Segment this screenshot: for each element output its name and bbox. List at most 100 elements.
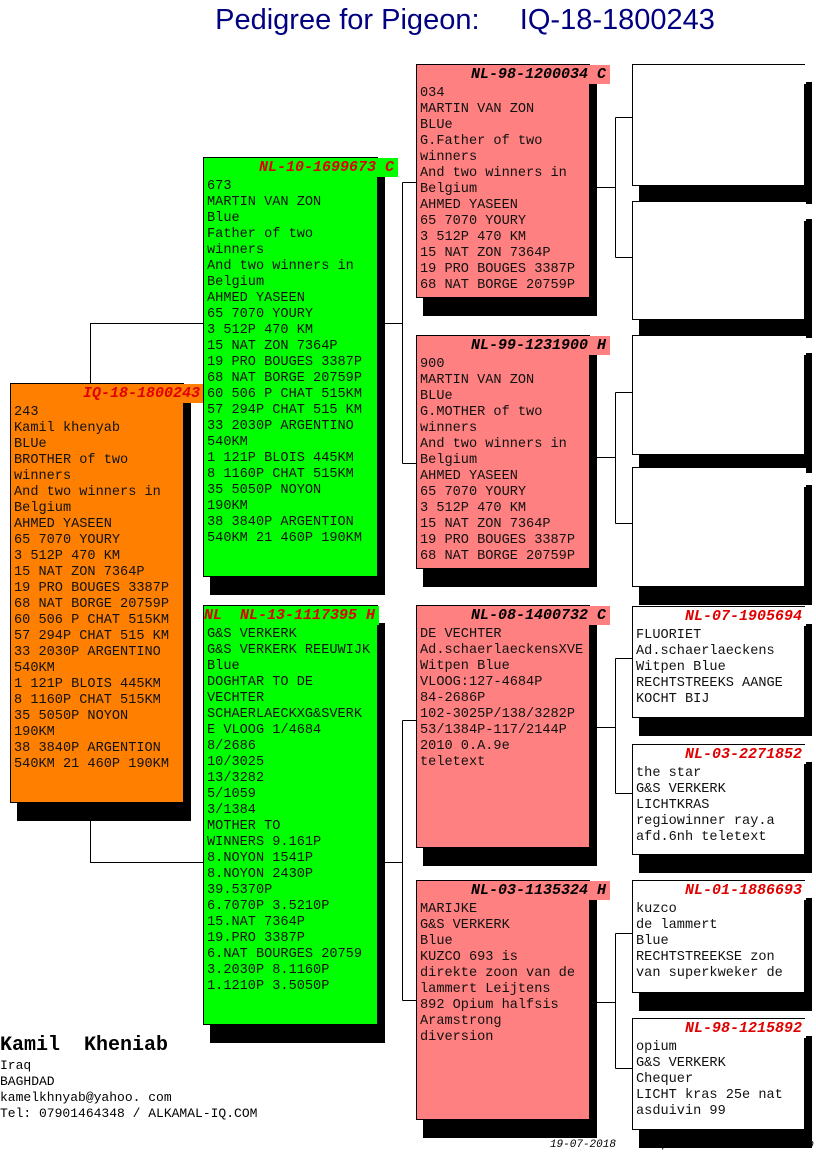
detail-line: kuzco: [636, 902, 677, 918]
detail-line: DE VECHTER: [420, 627, 502, 643]
connector-ds: [590, 658, 632, 794]
detail-line: BLUe: [14, 437, 47, 453]
detail-line: 5/1059: [207, 787, 256, 803]
detail-line: 8.NOYON 2430P: [207, 867, 314, 883]
detail-line: 3/1384: [207, 803, 256, 819]
detail-line: AHMED YASEEN: [420, 198, 518, 214]
detail-line: LICHTKRAS: [636, 798, 710, 814]
detail-line: 19 PRO BOUGES 3387P: [207, 355, 362, 371]
detail-line: Blue: [207, 211, 240, 227]
detail-line: 65 7070 YOURY: [420, 485, 527, 501]
connector-dam-grandparents: [402, 720, 416, 1001]
detail-line: 68 NAT BORGE 20759P: [420, 278, 575, 294]
detail-line: 38 3840P ARGENTION: [207, 515, 354, 531]
ring-number: NL-08-1400732 C: [417, 606, 610, 625]
detail-line: G&S VERKERK REEUWIJK: [207, 643, 371, 659]
pigeon-card-sss[interactable]: [632, 64, 806, 186]
detail-line: Witpen Blue: [636, 660, 726, 676]
detail-line: MOTHER TO: [207, 819, 281, 835]
detail-line: winners: [420, 150, 478, 166]
detail-line: Belgium: [420, 182, 478, 198]
detail-line: MARTIN VAN ZON: [420, 102, 535, 118]
detail-line: 034: [420, 86, 445, 102]
detail-line: And two winners in: [420, 166, 567, 182]
detail-line: BLUe: [420, 118, 453, 134]
detail-line: BLUe: [420, 389, 453, 405]
detail-line: 190KM: [207, 499, 248, 515]
ring-number: [633, 65, 806, 84]
detail-line: Belgium: [14, 501, 72, 517]
detail-line: winners: [420, 421, 478, 437]
detail-line: Kamil khenyab: [14, 421, 121, 437]
detail-line: 35 5050P NOYON: [207, 483, 322, 499]
ring-number: NL-03-2271852: [633, 745, 806, 764]
detail-line: SCHAERLAECKXG&SVERK: [207, 707, 362, 723]
detail-line: afd.6nh teletext: [636, 830, 767, 846]
detail-line: 540KM 21 460P 190KM: [207, 531, 362, 547]
detail-line: 243: [14, 405, 39, 421]
detail-line: Belgium: [207, 275, 265, 291]
detail-line: 60 506 P CHAT 515KM: [207, 387, 362, 403]
detail-line: 6.NAT BOURGES 20759: [207, 947, 362, 963]
ring-number: NL-03-1135324 H: [417, 881, 610, 900]
detail-line: 65 7070 YOURY: [420, 214, 527, 230]
page-title: Pedigree for Pigeon: IQ-18-1800243: [215, 4, 715, 36]
detail-line: 68 NAT BORGE 20759P: [207, 371, 362, 387]
detail-line: 19 PRO BOUGES 3387P: [420, 533, 575, 549]
detail-line: Belgium: [420, 453, 478, 469]
pigeon-card-sdd[interactable]: [632, 467, 806, 587]
detail-line: E VLOOG 1/4684: [207, 723, 322, 739]
pigeon-card-ssd[interactable]: [632, 201, 806, 320]
ring-number: NL-98-1200034 C: [417, 65, 610, 84]
detail-line: 57 294P CHAT 515 KM: [207, 403, 362, 419]
ring-number: [633, 202, 806, 221]
detail-line: 10/3025: [207, 755, 265, 771]
detail-line: 60 506 P CHAT 515KM: [14, 613, 169, 629]
detail-line: direkte zoon van de: [420, 966, 575, 982]
detail-line: 33 2030P ARGENTINO: [14, 645, 161, 661]
detail-line: 57 294P CHAT 515 KM: [14, 629, 169, 645]
detail-line: teletext: [420, 755, 486, 771]
detail-line: AHMED YASEEN: [207, 291, 305, 307]
breeder-email: kamelkhnyab@yahoo. com: [0, 1090, 172, 1105]
detail-line: 65 7070 YOURY: [207, 307, 314, 323]
detail-line: And two winners in: [14, 485, 161, 501]
detail-line: 892 Opium halfsis: [420, 998, 559, 1014]
detail-line: 1 121P BLOIS 445KM: [207, 451, 354, 467]
detail-line: 540KM: [207, 435, 248, 451]
detail-line: Father of two: [207, 227, 314, 243]
detail-line: Blue: [207, 659, 240, 675]
detail-line: KUZCO 693 is: [420, 950, 518, 966]
detail-line: diversion: [420, 1030, 494, 1046]
breeder-name: Kamil Kheniab: [0, 1034, 169, 1057]
detail-line: VECHTER: [207, 691, 265, 707]
pigeon-card-sds[interactable]: [632, 335, 806, 455]
detail-line: 540KM: [14, 661, 55, 677]
detail-line: 19 PRO BOUGES 3387P: [420, 262, 575, 278]
detail-line: LICHT kras 25e nat: [636, 1088, 783, 1104]
detail-line: Ad.schaerlaeckensXVE: [420, 643, 584, 659]
ring-number: NL-98-1215892: [633, 1019, 806, 1038]
detail-line: 15 NAT ZON 7364P: [420, 246, 551, 262]
detail-line: 65 7070 YOURY: [14, 533, 121, 549]
detail-line: G.Father of two: [420, 134, 543, 150]
detail-line: Witpen Blue: [420, 659, 510, 675]
detail-line: BROTHER of two: [14, 453, 129, 469]
breeder-city: BAGHDAD: [0, 1074, 55, 1089]
